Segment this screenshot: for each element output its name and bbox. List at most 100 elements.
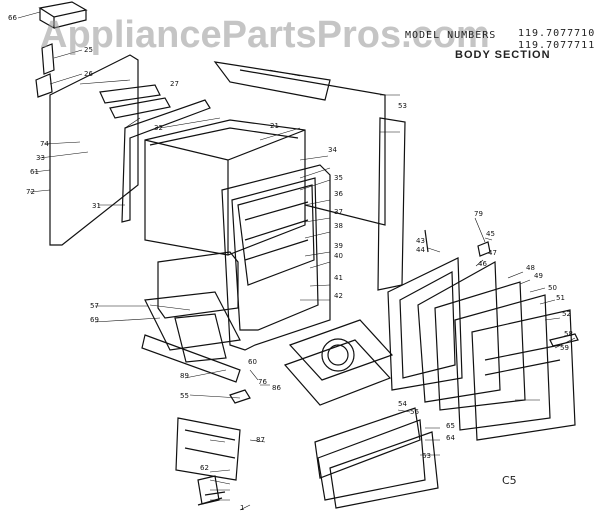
door-window-inner — [399, 271, 456, 379]
leader-lines — [17, 11, 576, 511]
callout-label: 50 — [548, 284, 557, 292]
drawer-front-top — [314, 407, 421, 479]
callout-label: 21 — [270, 122, 279, 130]
oven-rack — [237, 184, 315, 286]
callout-label: 36 — [334, 190, 343, 198]
callout-label: 44 — [416, 246, 425, 254]
door-inner-panel — [387, 257, 463, 391]
callout-label: 1 — [240, 504, 244, 512]
model-number-2: 119.7077711 — [518, 40, 596, 51]
leveler — [229, 389, 251, 404]
oven-liner — [144, 119, 306, 256]
callout-label: 63 — [422, 452, 431, 460]
callout-label: 72 — [26, 188, 35, 196]
vent-cover — [38, 1, 88, 30]
drawer-panel — [329, 431, 439, 509]
callout-label: 47 — [488, 249, 497, 257]
model-numbers-label: MODEL NUMBERS — [405, 30, 497, 41]
callout-label: 32 — [154, 124, 163, 132]
callout-label: 74 — [40, 140, 49, 148]
drawing-lines — [35, 1, 579, 509]
page-code: C5 — [502, 474, 517, 487]
callout-label: 33 — [36, 154, 45, 162]
back-panel — [239, 69, 386, 226]
grid-ring-2 — [327, 344, 349, 366]
callout-label: 60 — [248, 358, 257, 366]
door-hinge-part — [477, 241, 491, 257]
vent-bracket — [41, 43, 55, 75]
drawer-front — [317, 419, 426, 501]
drawer-bottom — [144, 291, 241, 351]
door-trim — [484, 344, 561, 376]
callout-label: 52 — [562, 310, 571, 318]
door-outer-panel — [471, 309, 576, 441]
liner-gasket — [121, 99, 211, 223]
callout-label: 79 — [474, 210, 483, 218]
callout-label: 64 — [446, 434, 455, 442]
model-number-1: 119.7077710 — [518, 28, 596, 39]
callout-label: 48 — [526, 264, 535, 272]
callout-label: 61 — [30, 168, 39, 176]
front-frame-opening — [231, 177, 319, 331]
door-liner — [454, 294, 551, 431]
callout-label: 49 — [534, 272, 543, 280]
right-side-panel — [377, 117, 406, 291]
callout-label: 76 — [258, 378, 267, 386]
callout-label: 40 — [334, 252, 343, 260]
front-frame — [221, 164, 331, 351]
callout-label: 51 — [556, 294, 565, 302]
door-glass-1 — [417, 260, 501, 403]
callout-label: 87 — [256, 436, 265, 444]
callout-label: 62 — [200, 464, 209, 472]
callout-label: 35 — [334, 174, 343, 182]
callout-label: 55 — [180, 392, 189, 400]
door-handle — [549, 333, 579, 347]
broiler-drawer — [157, 251, 239, 319]
door-spring — [424, 229, 429, 253]
watermark: AppliancePartsPros.com — [40, 14, 490, 56]
callout-label: 45 — [486, 230, 495, 238]
callout-label: 39 — [334, 242, 343, 250]
callout-label: 54 — [398, 400, 407, 408]
broiler-grid — [288, 319, 394, 381]
callout-label: 27 — [170, 80, 179, 88]
top-insulation — [99, 84, 171, 119]
callout-label: 89 — [180, 372, 189, 380]
callout-label: 69 — [90, 316, 99, 324]
grid-ring-1 — [321, 338, 355, 372]
broiler-pan — [283, 339, 392, 406]
door-glass-2 — [434, 281, 526, 411]
section-title: BODY SECTION — [455, 49, 551, 61]
left-side-panel — [49, 54, 139, 246]
drawer-slide — [197, 491, 226, 506]
callout-label: 34 — [328, 146, 337, 154]
callout-label: 86 — [272, 384, 281, 392]
rack-wires — [244, 201, 309, 261]
drawer-pan — [174, 313, 227, 363]
bottom-rail — [141, 334, 241, 383]
drawer-rail-slots — [184, 429, 236, 459]
callout-label: 57 — [90, 302, 99, 310]
callout-labels: 66 25 26 27 74 33 61 72 31 32 21 53 34 35 36 37 38 39 40 41… — [8, 14, 573, 512]
callout-label: 66 — [8, 14, 17, 22]
callout-label: 38 — [334, 222, 343, 230]
callout-label: 56 — [410, 408, 419, 416]
vent-clip — [35, 73, 53, 98]
liner-top-edge — [149, 127, 299, 146]
callout-label: 25 — [84, 46, 93, 54]
callout-label: 46 — [478, 260, 487, 268]
callout-label: 41 — [334, 274, 343, 282]
callout-label: 59 — [560, 344, 569, 352]
callout-label: 58 — [564, 330, 573, 338]
callout-label: 53 — [398, 102, 407, 110]
drawer-rail — [175, 417, 241, 481]
callout-label: 31 — [92, 202, 101, 210]
callout-label: 26 — [84, 70, 93, 78]
rear-bracket — [213, 61, 331, 101]
callout-label: 43 — [416, 237, 425, 245]
callout-label: 65 — [446, 422, 455, 430]
callout-label: 42 — [334, 292, 343, 300]
callout-label: 37 — [334, 208, 343, 216]
